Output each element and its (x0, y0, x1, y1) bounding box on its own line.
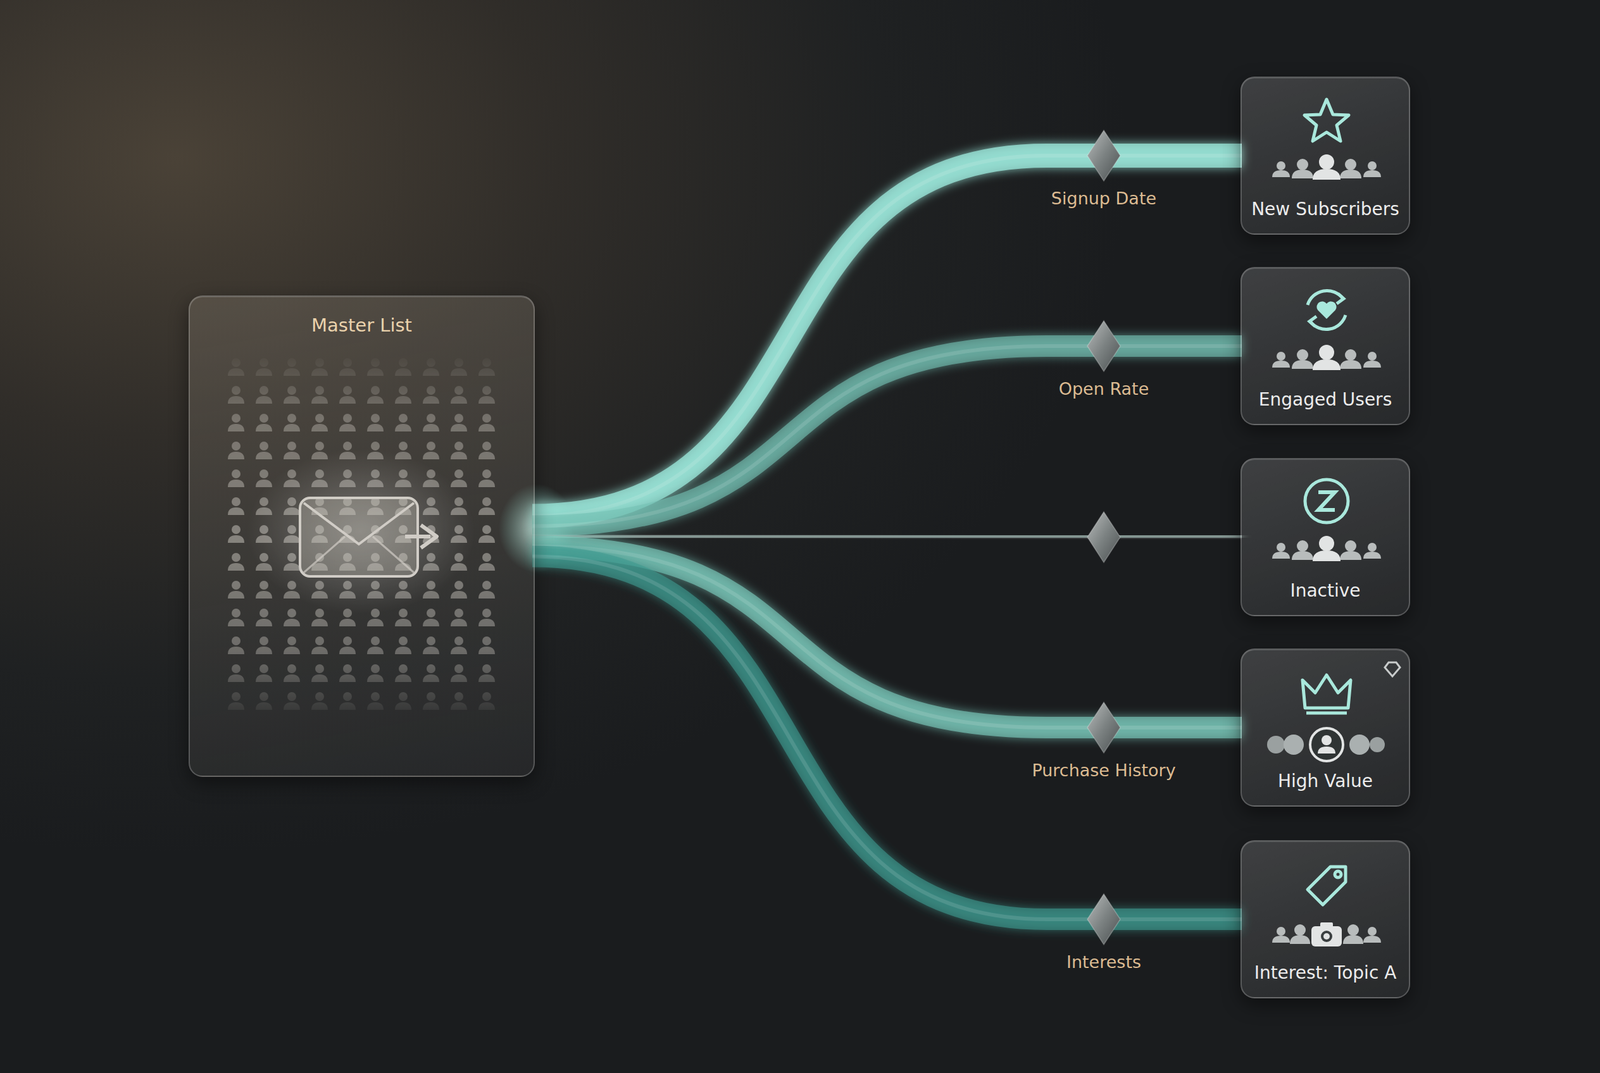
flow-band (532, 320, 1242, 527)
filter-diamond (1087, 894, 1121, 945)
segment-label: Engaged Users (1241, 389, 1409, 411)
segment-box: New Subscribers (1240, 76, 1411, 235)
filter-diamond (1087, 320, 1121, 372)
segment-label: Interest: Topic A (1241, 962, 1409, 984)
segment-label: Inactive (1241, 580, 1409, 602)
segment-label: High Value (1241, 770, 1409, 792)
segment-box: Inactive (1240, 458, 1411, 617)
list-title: Master List (189, 314, 534, 337)
master-list-box: Master List (188, 295, 535, 778)
flow-band (532, 130, 1242, 517)
segment-box: Interest: Topic A (1240, 840, 1411, 999)
filter-diamond (1087, 512, 1121, 563)
edge-label: Interests (1066, 952, 1142, 973)
segment-box: High Value (1240, 648, 1411, 807)
edge-label: Signup Date (1051, 188, 1157, 209)
edge-label: Purchase History (1031, 760, 1176, 781)
flow-band (532, 556, 1242, 946)
filter-diamond (1087, 130, 1121, 182)
edge-label: Open Rate (1058, 379, 1150, 399)
filter-diamond (1087, 702, 1121, 754)
segment-box: Engaged Users (1240, 267, 1411, 426)
segment-label: New Subscribers (1241, 198, 1409, 220)
